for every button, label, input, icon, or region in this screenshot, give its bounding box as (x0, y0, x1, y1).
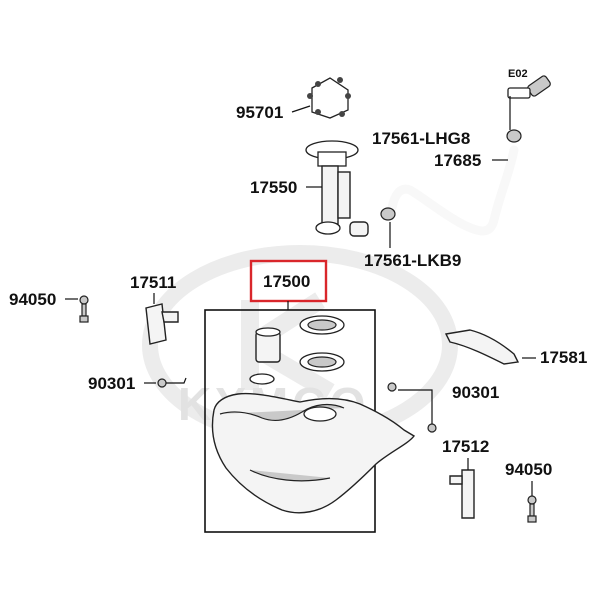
part-17512-bracket[interactable] (449, 469, 475, 519)
label-90301-right: 90301 (452, 383, 499, 402)
label-17511: 17511 (130, 273, 176, 292)
part-17561-lkb9-clamp[interactable] (380, 207, 396, 221)
part-17581-cover[interactable] (444, 329, 520, 365)
part-90301-nut-right[interactable] (387, 382, 437, 433)
part-fuel-tank[interactable] (211, 392, 416, 514)
label-17685: 17685 (434, 151, 481, 170)
part-94050-bolt-right[interactable] (527, 495, 537, 523)
label-94050-left: 94050 (9, 290, 56, 309)
label-94050-right: 94050 (505, 460, 552, 479)
label-e02: E02 (508, 68, 528, 80)
part-ring-bottom[interactable] (299, 352, 345, 372)
label-90301-left: 90301 (88, 374, 135, 393)
label-17561-lkb9: 17561-LKB9 (364, 251, 461, 270)
part-95701-gasket[interactable] (307, 77, 351, 119)
label-17561-lhg8: 17561-LHG8 (372, 129, 470, 148)
part-e02-fitting[interactable] (507, 75, 551, 99)
part-ring-top[interactable] (299, 315, 345, 335)
label-17581: 17581 (540, 348, 587, 367)
leader-90301-right (398, 389, 433, 424)
label-17500[interactable]: 17500 (263, 272, 310, 291)
part-17561-lhg8-clamp[interactable] (506, 129, 522, 143)
part-90301-nut-left[interactable] (157, 377, 187, 388)
label-17550: 17550 (250, 178, 297, 197)
leader-95701 (291, 105, 311, 113)
part-94050-bolt-left[interactable] (79, 295, 89, 323)
part-17550-fuel-pump[interactable] (305, 140, 369, 237)
part-filter-cup[interactable] (255, 327, 281, 363)
part-17685-hose[interactable] (387, 145, 519, 236)
part-small-seal[interactable] (249, 373, 275, 385)
part-17511-bracket[interactable] (145, 303, 179, 345)
label-17512: 17512 (442, 437, 489, 456)
label-95701: 95701 (236, 103, 283, 122)
